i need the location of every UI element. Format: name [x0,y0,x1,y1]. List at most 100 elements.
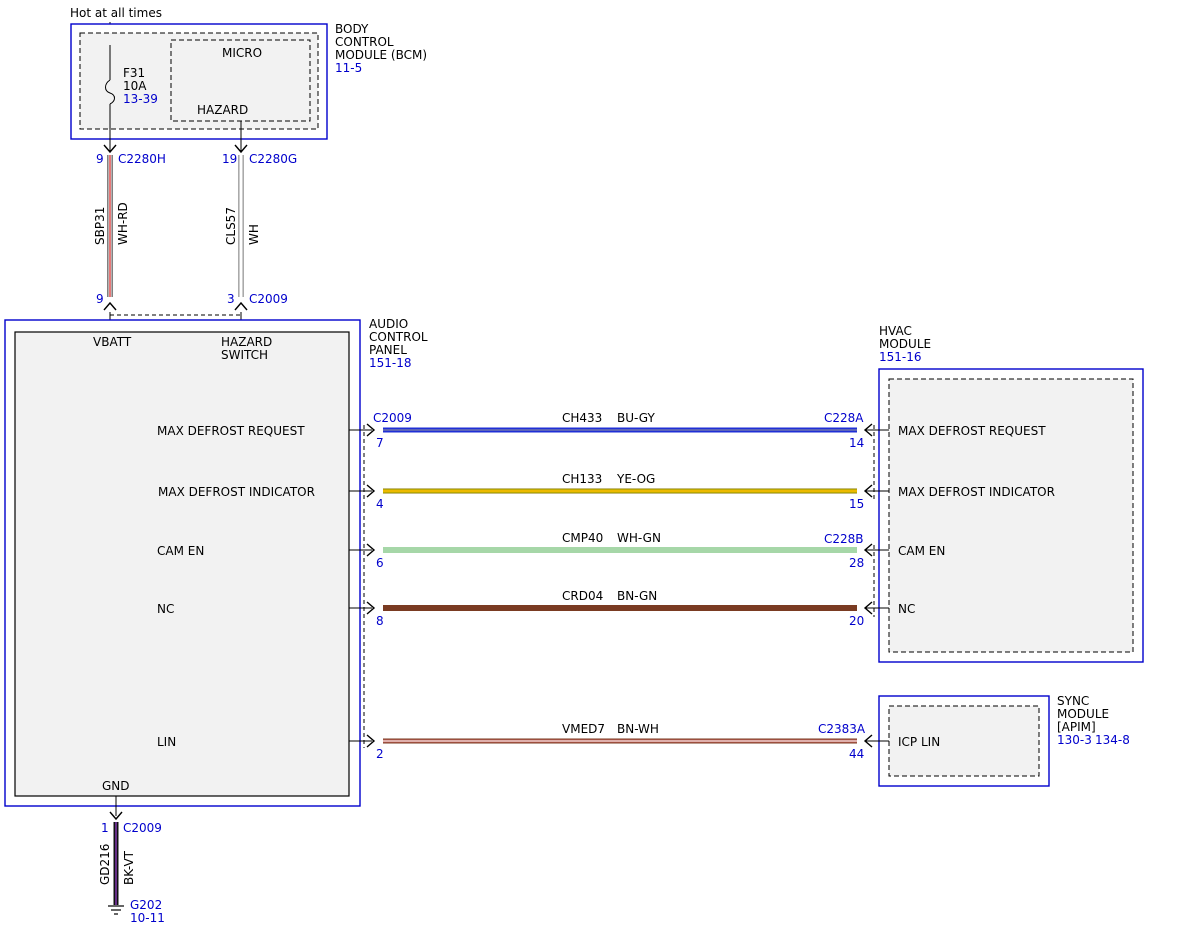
acp-inner-box [14,331,350,797]
remote-signal-label: NC [898,602,915,616]
right-pin: 28 [849,556,864,570]
bcm-title-1: BODY [335,22,369,36]
sbp31-circuit: SBP31 [93,207,107,245]
right-pin: 20 [849,614,864,628]
sync-inner-dashed [888,705,1040,777]
sync-ref-1: 130-3 [1057,733,1092,747]
bcm-title-3: MODULE (BCM) [335,48,427,62]
right-connector-arrow [863,484,873,498]
acp-title-3: PANEL [369,343,407,357]
sync-signal: ICP LIN [898,735,940,749]
remote-signal-label: MAX DEFROST INDICATOR [898,485,1055,499]
connector-arrow-gnd [109,811,123,821]
fuse-symbol [105,79,115,105]
connector-arrow-acp-vbatt [103,301,117,311]
wire-circuit: CMP40 [562,531,603,545]
ground-ref: 10-11 [130,911,165,925]
signal-row: MAX DEFROST REQUEST MAX DEFROST REQUEST CH… [157,411,1046,450]
wire-color: BN-WH [617,722,659,736]
left-pin: 6 [376,556,384,570]
acp-vbatt: VBATT [93,335,132,349]
right-pin: 15 [849,497,864,511]
gnd-connector: C2009 [123,821,162,835]
bcm-ref: 11-5 [335,61,362,75]
sync-module: SYNC MODULE [APIM] 130-3 134-8 ICP LIN C… [818,694,1130,787]
fuse-rating: 10A [123,79,147,93]
remote-signal-label: CAM EN [898,544,945,558]
hvac-ref: 151-16 [879,350,922,364]
connector-arrow-acp-hazard [234,301,248,311]
left-pin: 8 [376,614,384,628]
c2280g-name: C2280G [249,152,297,166]
power-label: Hot at all times [70,6,162,20]
wire-circuit: CH433 [562,411,602,425]
connector-arrow-c2280h [103,144,117,154]
audio-control-panel: VBATT HAZARD SWITCH GND AUDIO CONTROL PA… [4,317,428,807]
right-connector-arrow [863,543,873,557]
signal-row: CAM EN CAM EN CMP40 WH-GN 6 28 [157,531,945,570]
c2280g-pin: 19 [222,152,237,166]
acp-hazard-1: HAZARD [221,335,272,349]
left-connector-arrow [366,543,376,557]
sync-title-3: [APIM] [1057,720,1096,734]
bcm-title-2: CONTROL [335,35,394,49]
left-connector-arrow [366,734,376,748]
fuse-ref: 13-39 [123,92,158,106]
wire-color: WH-GN [617,531,661,545]
hvac-title-2: MODULE [879,337,931,351]
c2280h-name: C2280H [118,152,166,166]
right-pin: 44 [849,747,864,761]
acp-right-connector: C2009 [373,411,412,425]
left-pin: 4 [376,497,384,511]
acp-signal-label: LIN [157,735,176,749]
right-connector-arrow [863,423,873,437]
wire-color: BU-GY [617,411,655,425]
acp-hazard-connector: C2009 [249,292,288,306]
acp-signal-label: MAX DEFROST REQUEST [157,424,305,438]
acp-signal-label: NC [157,602,174,616]
acp-title-2: CONTROL [369,330,428,344]
acp-vbatt-pin: 9 [96,292,104,306]
sbp31-color: WH-RD [116,202,130,245]
acp-signal-label: CAM EN [157,544,204,558]
right-connector-arrow [863,601,873,615]
hvac-title-1: HVAC [879,324,912,338]
connector-arrow-c2280g [234,144,248,154]
acp-hazard-2: SWITCH [221,348,268,362]
left-pin: 7 [376,436,384,450]
bcm-micro-label: MICRO [222,46,262,60]
right-pin: 14 [849,436,864,450]
cls57-color: WH [247,224,261,245]
gd216-color: BK-VT [122,850,136,885]
cls57-circuit: CLS57 [224,207,238,245]
bcm-hazard-label: HAZARD [197,103,248,117]
c2280h-pin: 9 [96,152,104,166]
fuse-name: F31 [123,66,145,80]
ground-section: 1 C2009 GD216 BK-VT G202 10-11 [98,796,165,925]
left-pin: 2 [376,747,384,761]
left-connector-arrow [366,601,376,615]
sync-connector: C2383A [818,722,866,736]
sync-ref-2: 134-8 [1095,733,1130,747]
right-connector-arrow [863,734,873,748]
gnd-pin: 1 [101,821,109,835]
sync-title-2: MODULE [1057,707,1109,721]
wire-circuit: VMED7 [562,722,605,736]
acp-gnd: GND [102,779,130,793]
left-connector-arrow [366,484,376,498]
acp-ref: 151-18 [369,356,412,370]
gd216-circuit: GD216 [98,844,112,885]
hvac-c228b: C228B [824,532,864,546]
signal-row: LIN VMED7 BN-WH 2 44 [157,722,889,761]
wire-circuit: CH133 [562,472,602,486]
wire-color: YE-OG [616,472,655,486]
acp-title-1: AUDIO [369,317,408,331]
wire-color: BN-GN [617,589,657,603]
hvac-module: HVAC MODULE 151-16 C228A C228B [824,324,1144,663]
bcm-module: MICRO HAZARD BODY CONTROL MODULE (BCM) 1… [70,22,427,151]
signal-rows: MAX DEFROST REQUEST MAX DEFROST REQUEST CH… [157,411,1055,761]
remote-signal-label: MAX DEFROST REQUEST [898,424,1046,438]
